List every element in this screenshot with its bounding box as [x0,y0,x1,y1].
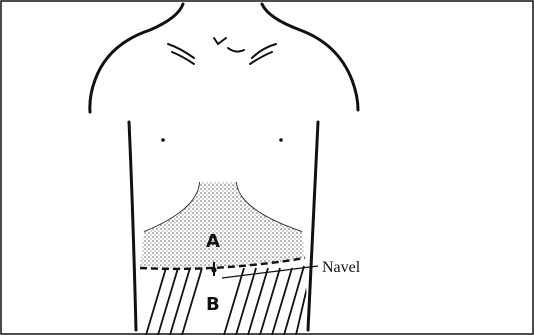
left-nipple [161,138,165,142]
navel-callout-line [222,266,318,278]
region-a-shading [140,182,305,269]
region-b-hatching [146,266,312,335]
region-a-label: A [206,231,220,252]
navel-label: Navel [322,259,361,276]
region-b-label: B [206,294,220,315]
right-nipple [279,138,283,142]
collarbone-marks [168,38,276,64]
body-outline [90,4,358,330]
